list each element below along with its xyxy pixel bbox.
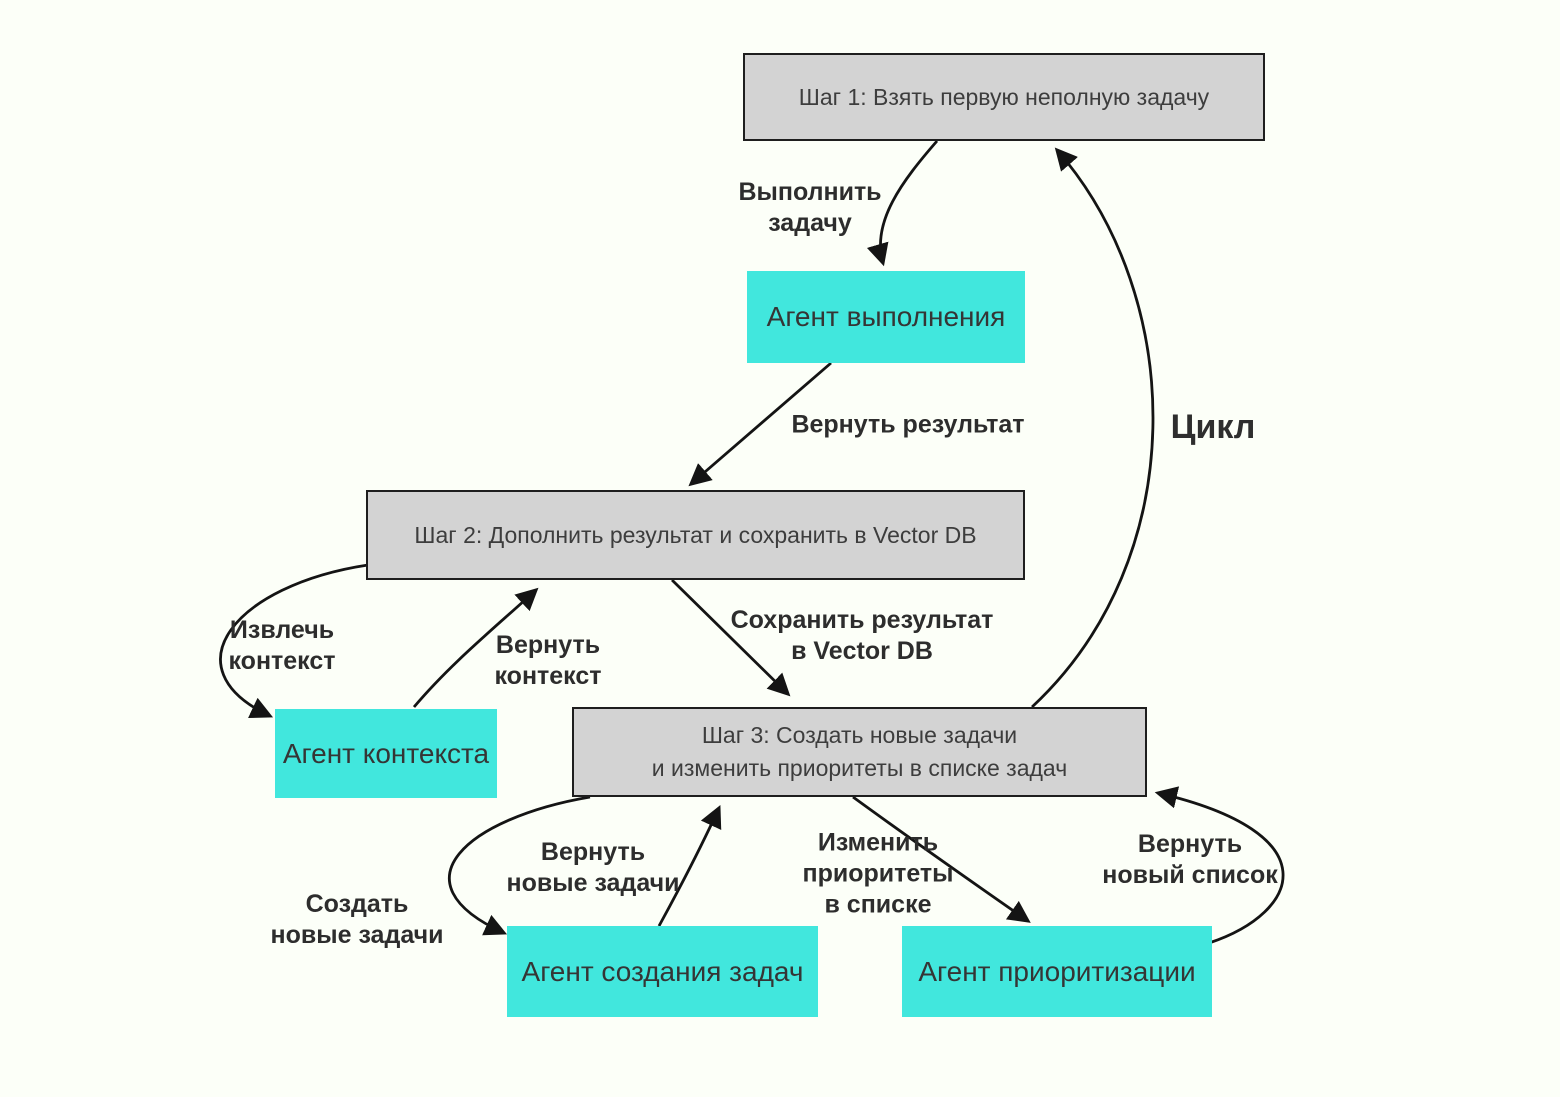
edge-label-loop: Цикл [1170,408,1256,446]
edge-agent_context-to-step2 [412,587,539,708]
edge-label-return-new-list: Вернуть новый список [1102,830,1278,889]
edge-step2-to-agent_context [219,563,369,719]
edge-label-extract-context: Извлечь контекст [228,616,336,675]
node-step2: Шаг 2: Дополнить результат и сохранить в… [366,490,1025,580]
edge-step3-to-agent_task_creation [448,795,591,936]
edges-group [219,140,1285,945]
edge-step3-to-step1 [1031,147,1155,709]
edge-agent_execution-to-step2 [688,361,832,487]
node-agent-execution: Агент выполнения [747,271,1025,363]
edge-label-create-tasks: Создать новые задачи [270,890,444,949]
edge-step2-to-step3 [671,579,791,697]
node-agent-task-creation: Агент создания задач [507,926,818,1017]
edge-step3-to-agent_prioritization [852,795,1031,923]
node-agent-prioritization: Агент приоритизации [902,926,1212,1017]
node-agent-context: Агент контекста [275,709,497,798]
edge-label-execute-task: Выполнить задачу [738,178,882,237]
edge-label-return-context: Вернуть контекст [494,631,602,690]
edge-label-save-result: Сохранить результат в Vector DB [730,606,994,665]
edge-step1-to-agent_execution [866,140,939,267]
edge-label-return-result: Вернуть результат [791,410,1025,439]
edge-agent_task_creation-to-step3 [657,804,722,927]
edge-agent_prioritization-to-step3 [1154,786,1285,945]
edge-label-change-priorities: Изменить приоритеты в списке [802,828,954,919]
node-step1: Шаг 1: Взять первую неполную задачу [743,53,1265,141]
edge-label-return-new-tasks: Вернуть новые задачи [506,838,680,897]
node-step3: Шаг 3: Создать новые задачи и изменить п… [572,707,1147,797]
